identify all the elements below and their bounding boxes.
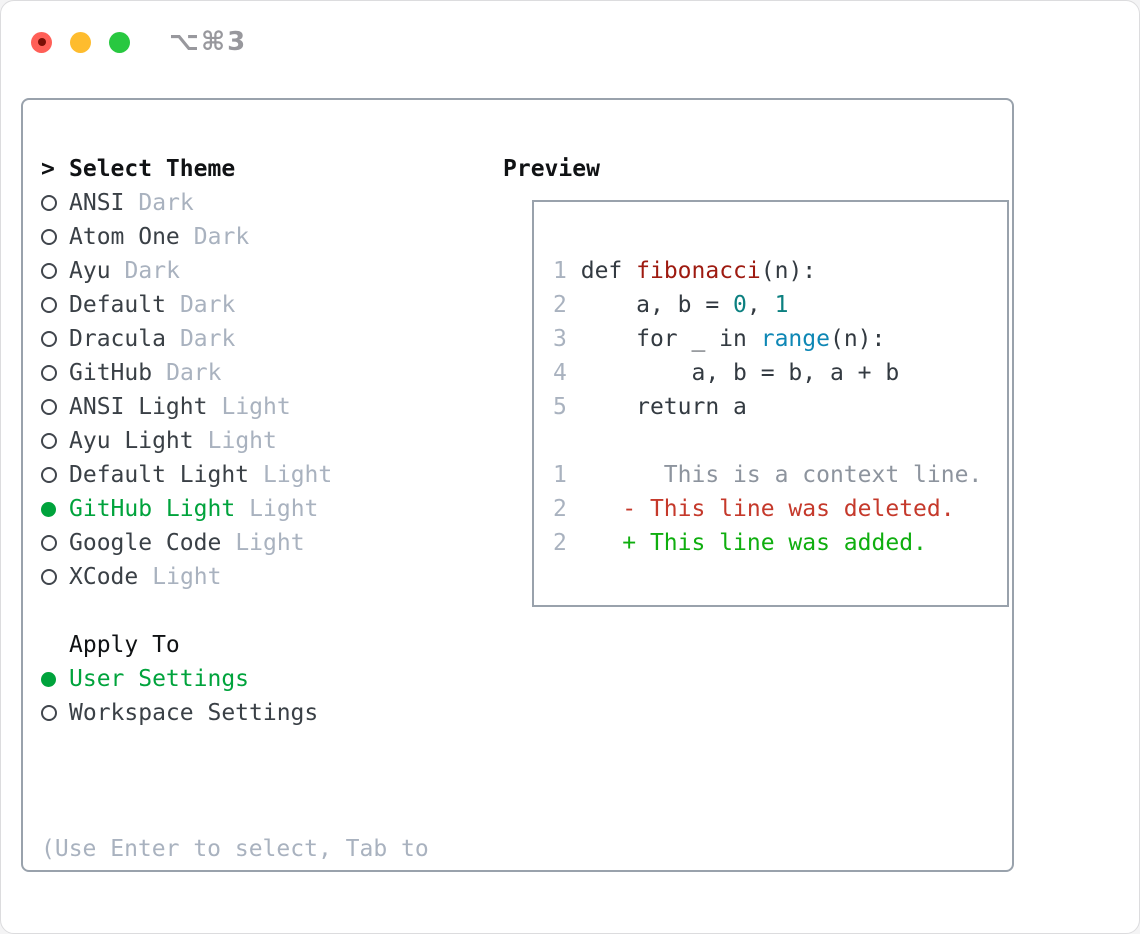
theme-name: XCode [69,564,139,590]
unsaved-dot-icon [37,38,46,46]
code-line: 1 def fibonacci(n): [553,258,817,284]
preview-column: Preview 1 def fibonacci(n): 2 a, b = 0, 1… [503,152,1009,607]
code-line: 3 for _ in range(n): [553,326,886,352]
code-line: 2 - This line was deleted. [553,496,955,522]
theme-name: ANSI [69,190,125,216]
apply-option-label: Workspace Settings [69,700,319,726]
spacer [41,730,491,764]
theme-picker-title: Select Theme [69,156,236,182]
window-title: ⌥⌘3 [169,27,248,57]
theme-variant-badge: Dark [193,224,250,250]
radio-icon [41,467,69,483]
radio-icon [41,229,69,245]
radio-icon [41,433,69,449]
theme-variant-badge: Dark [124,258,180,284]
theme-option-ansi-light[interactable]: ANSI Light Light [41,390,491,424]
radio-icon [41,399,69,415]
theme-variant-badge: Dark [138,190,194,216]
preview-code-box: 1 def fibonacci(n): 2 a, b = 0, 1 3 for _ … [532,200,1009,607]
theme-name: ANSI Light [69,394,208,420]
radio-icon [41,263,69,279]
theme-variant-badge: Dark [166,360,222,386]
theme-variant-badge: Light [221,394,291,420]
radio-selected-icon [41,671,69,687]
radio-icon [41,195,69,211]
hint-line-1: (Use Enter to select, Tab to [41,836,429,862]
radio-icon [41,365,69,381]
theme-option-google-code[interactable]: Google Code Light [41,526,491,560]
theme-variant-badge: Dark [179,326,236,352]
theme-option-github-light[interactable]: GitHub Light Light [41,492,491,526]
theme-option-xcode[interactable]: XCode Light [41,560,491,594]
code-line: 2 + This line was added. [553,530,927,556]
theme-variant-badge: Light [263,462,333,488]
spacer [41,594,491,628]
theme-variant-badge: Light [249,496,319,522]
theme-variant-badge: Light [235,530,305,556]
theme-name: Ayu [69,258,111,284]
radio-icon [41,297,69,313]
theme-name: Dracula [69,326,166,352]
apply-option-user-settings[interactable]: User Settings [41,662,491,696]
theme-variant-badge: Light [207,428,277,454]
theme-name: GitHub Light [69,496,236,522]
titlebar: ⌥⌘3 [31,27,247,57]
theme-option-ayu[interactable]: Ayu Dark [41,254,491,288]
theme-name: Default Light [69,462,250,488]
apply-to-title: Apply To [69,632,180,658]
preview-header: Preview [503,152,1003,186]
radio-selected-icon [41,501,69,517]
preview-title: Preview [503,156,600,182]
prompt-caret-icon: > [41,156,55,182]
theme-name: GitHub [69,360,153,386]
theme-option-github[interactable]: GitHub Dark [41,356,491,390]
theme-option-atom-one[interactable]: Atom One Dark [41,220,491,254]
theme-option-ansi[interactable]: ANSI Dark [41,186,491,220]
theme-name: Default [69,292,166,318]
theme-variant-badge: Light [152,564,222,590]
apply-option-label: User Settings [69,666,250,692]
theme-name: Ayu Light [69,428,194,454]
close-button[interactable] [31,31,52,53]
maximize-button[interactable] [109,31,130,53]
code-line [553,424,1007,458]
theme-option-default-light[interactable]: Default Light Light [41,458,491,492]
theme-option-ayu-light[interactable]: Ayu Light Light [41,424,491,458]
minimize-button[interactable] [70,31,91,53]
theme-option-dracula[interactable]: Dracula Dark [41,322,491,356]
theme-name: Atom One [69,224,180,250]
apply-option-workspace-settings[interactable]: Workspace Settings [41,696,491,730]
radio-icon [41,535,69,551]
theme-picker-header: > Select Theme [41,152,491,186]
code-line: 5 return a [553,394,747,420]
theme-option-default[interactable]: Default Dark [41,288,491,322]
apply-to-header: Apply To [41,628,491,662]
code-lines: 1 def fibonacci(n): 2 a, b = 0, 1 3 for _ … [553,254,1007,560]
hint-text: (Use Enter to select, Tab to change focu… [41,764,491,933]
code-line: 4 a, b = b, a + b [553,360,900,386]
code-line: 2 a, b = 0, 1 [553,292,789,318]
code-line: 1 This is a context line. [553,462,983,488]
radio-icon [41,331,69,347]
radio-icon [41,705,69,721]
theme-name: Google Code [69,530,222,556]
radio-icon [41,569,69,585]
theme-variant-badge: Dark [179,292,236,318]
